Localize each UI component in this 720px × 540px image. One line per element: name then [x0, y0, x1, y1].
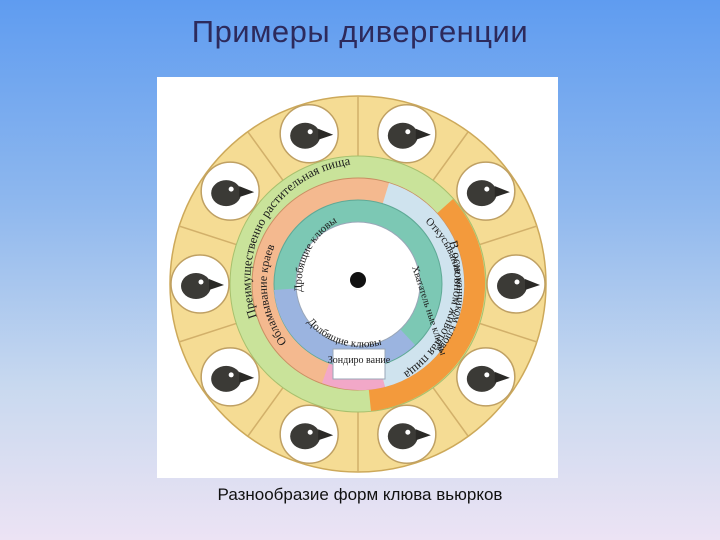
finch-beak-icon [318, 128, 334, 140]
finch-eye-icon [228, 372, 234, 378]
finch-head-icon [290, 122, 321, 149]
finch-head-medallion [456, 347, 516, 407]
finch-head-medallion [279, 103, 339, 164]
finch-eye-icon [307, 129, 313, 135]
finch-head-icon [181, 273, 211, 299]
finch-beak-icon [415, 128, 431, 140]
finch-head-medallion [486, 254, 546, 314]
finch-beak-icon [415, 429, 431, 441]
finch-head-medallion [200, 161, 260, 221]
finch-head-medallion [377, 103, 437, 164]
finch-beak-icon [209, 279, 224, 290]
finch-eye-icon [484, 372, 490, 378]
finch-eye-icon [405, 129, 411, 135]
probing-box [332, 348, 386, 380]
finch-beak-icon [239, 186, 255, 198]
finch-head-icon [466, 365, 497, 392]
finch-head-icon [466, 180, 497, 207]
finch-beak-icon [525, 279, 540, 290]
finch-head-icon [387, 122, 418, 149]
finch-head-medallion [456, 161, 516, 221]
finch-heads [170, 103, 546, 465]
finch-beak-icon [318, 429, 334, 441]
label-probing: Зондиро вание [328, 355, 391, 366]
finch-head-icon [211, 365, 242, 392]
slide-caption: Разнообразие форм клюва вьюрков [217, 485, 503, 504]
finch-head-medallion [377, 404, 437, 465]
finch-eye-icon [228, 186, 234, 192]
finch-eye-icon [514, 279, 520, 285]
finch-head-icon [211, 180, 242, 207]
finch-beak-icon [239, 371, 255, 383]
finch-head-icon [290, 423, 321, 450]
slide-title: Примеры дивергенции [191, 14, 529, 49]
finch-eye-icon [405, 429, 411, 435]
finch-eye-icon [484, 186, 490, 192]
finch-eye-icon [198, 279, 204, 285]
finch-head-icon [387, 423, 418, 450]
finch-beak-diagram: Преимущественно растительная пища В осно… [157, 77, 558, 478]
finch-head-medallion [170, 254, 230, 314]
finch-beak-icon [494, 186, 510, 198]
beak-divergence-wheel: Преимущественно растительная пища В осно… [169, 95, 547, 473]
center-dot [350, 272, 366, 288]
finch-head-icon [497, 273, 527, 299]
finch-beak-icon [494, 371, 510, 383]
finch-head-medallion [200, 347, 260, 407]
finch-head-medallion [279, 404, 339, 465]
finch-eye-icon [307, 429, 313, 435]
